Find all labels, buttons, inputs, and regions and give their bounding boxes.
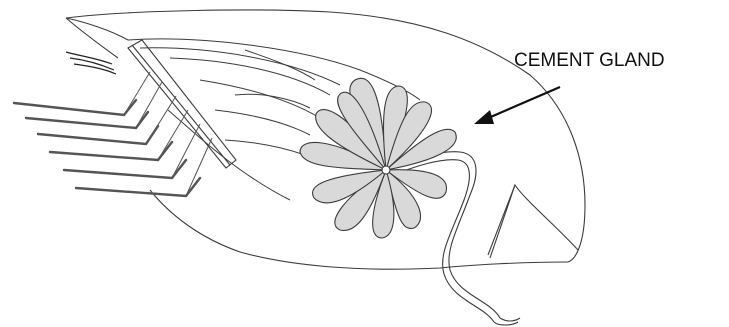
cirri bbox=[14, 100, 200, 196]
cement-gland bbox=[300, 78, 456, 238]
body-outline bbox=[66, 10, 585, 269]
scutum-plate bbox=[128, 40, 236, 168]
cement-gland-label: CEMENT GLAND bbox=[514, 50, 665, 71]
label-arrow bbox=[474, 87, 560, 124]
antennules bbox=[66, 52, 116, 74]
